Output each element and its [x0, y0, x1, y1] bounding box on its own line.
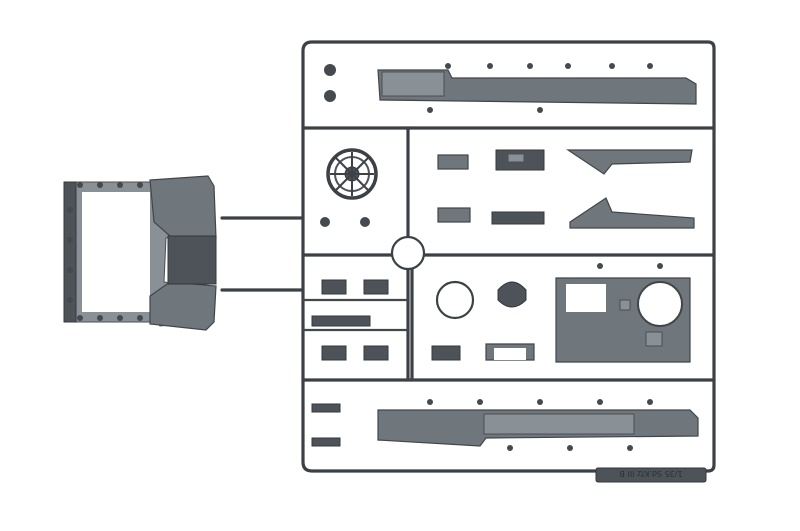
locating-pins-side [67, 207, 73, 303]
round-ventilator-part [326, 148, 378, 200]
round-knob-2 [324, 90, 336, 102]
small-parts-middle [431, 281, 535, 361]
small-parts-row-2 [437, 197, 695, 229]
runner-ring-large [390, 235, 426, 271]
round-knob-1 [324, 64, 336, 76]
locating-pins-bottom [77, 315, 143, 321]
small-parts-row-1 [437, 149, 693, 175]
hull-front-part [63, 175, 217, 331]
hull-deck-plate [555, 263, 691, 363]
sprue-frame [220, 40, 716, 473]
sprue-tab: 1/35 Sd.Kfz III B [595, 467, 707, 483]
sprue-tab-label: 1/35 Sd.Kfz III B [619, 469, 682, 478]
runner-ring-medium [435, 280, 475, 320]
lower-track-guard [377, 399, 699, 451]
small-parts-left [311, 217, 389, 447]
upper-track-guard [377, 63, 697, 113]
locating-pins-top [77, 182, 143, 188]
